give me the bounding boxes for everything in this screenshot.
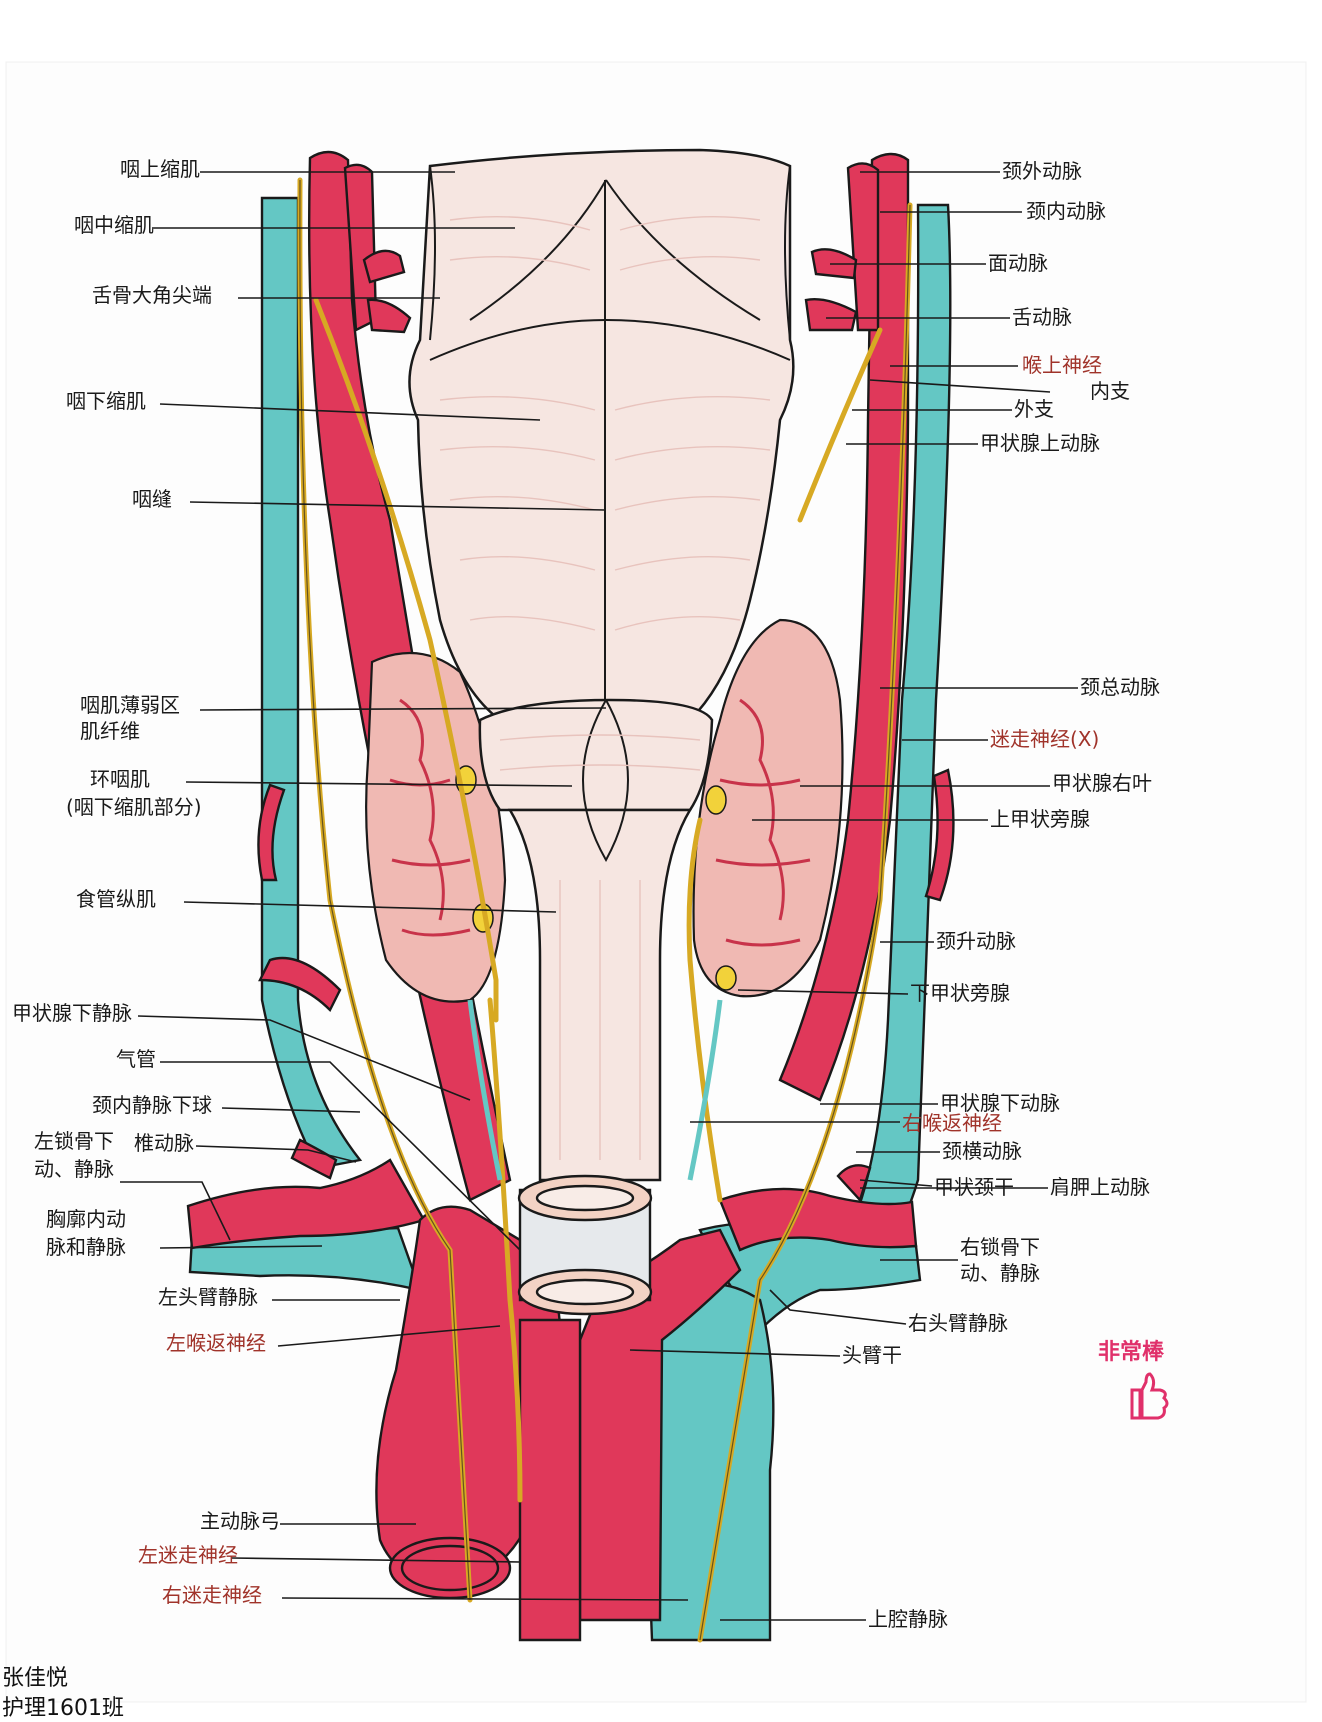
right-common-carotid-artery (778, 152, 910, 1102)
pharynx-lines (429, 165, 791, 863)
label-weak-area-line2: 肌纤维 (80, 719, 140, 743)
left-vagus-nerve-2 (313, 297, 499, 1023)
label-facial-artery: 面动脉 (988, 251, 1048, 275)
label-inferior-thyroid-vein: 甲状腺下静脉 (12, 1001, 132, 1025)
label-common-carotid: 颈总动脉 (1080, 675, 1160, 699)
label-inferior-parathyroid: 下甲状旁腺 (910, 981, 1010, 1005)
label-hyoid-greater-horn-tip: 舌骨大角尖端 (92, 283, 212, 307)
left-external-carotid-branch (343, 163, 378, 332)
thyroid-right-lobe-shape (692, 618, 844, 998)
label-pharyngeal-superior-constrictor: 咽上缩肌 (120, 157, 200, 181)
label-left-recurrent-laryngeal: 左喉返神经 (166, 1331, 266, 1355)
label-weak-area-line1: 咽肌薄弱区 (80, 693, 180, 717)
trachea-rings (388, 1174, 653, 1600)
label-left-vagus: 左迷走神经 (138, 1543, 238, 1567)
label-thyroid-right-lobe: 甲状腺右叶 (1052, 771, 1152, 795)
label-esophagus-longitudinal: 食管纵肌 (76, 887, 156, 911)
left-ascending-cervical-artery (257, 783, 286, 882)
thyroid-vessels (389, 698, 811, 947)
label-left-brachiocephalic-vein: 左头臂静脉 (158, 1285, 258, 1309)
label-vagus-x: 迷走神经(X) (990, 727, 1100, 751)
left-lingual-artery (366, 298, 412, 334)
left-internal-jugular-vein (260, 196, 363, 1170)
label-cricopharyngeus-line2: (咽下缩肌部分) (66, 795, 202, 819)
inferior-thyroid-veins (467, 999, 723, 1181)
label-internal-thoracic-line2: 脉和静脉 (46, 1235, 126, 1259)
right-superior-laryngeal-nerve (797, 327, 883, 523)
author-name: 张佳悦 (2, 1666, 69, 1691)
label-internal-carotid: 颈内动脉 (1026, 199, 1106, 223)
label-right-vagus-bottom: 右迷走神经 (162, 1583, 262, 1607)
right-inferior-parathyroid (715, 965, 737, 991)
label-superior-thyroid-artery: 甲状腺上动脉 (980, 431, 1100, 455)
label-right-subclavian-line1: 右锁骨下 (960, 1235, 1040, 1259)
label-superior-laryngeal-nerve: 喉上神经 (1022, 353, 1102, 377)
right-external-carotid-branch (846, 162, 880, 332)
label-right-brachiocephalic-vein: 右头臂静脉 (908, 1311, 1008, 1335)
label-pharyngeal-raphe: 咽缝 (132, 487, 172, 511)
label-transverse-cervical: 颈横动脉 (942, 1139, 1022, 1163)
pharynx-upper (408, 148, 795, 722)
left-recurrent-laryngeal-nerve (487, 997, 523, 1503)
label-pharyngeal-inferior-constrictor: 咽下缩肌 (66, 389, 146, 413)
aortic-arch-cut (388, 1536, 512, 1600)
nerve-outline (299, 179, 911, 1641)
descending-aorta-shape (518, 1318, 582, 1642)
stamp-text: 非常棒 (1098, 1340, 1165, 1365)
thyroid-gland (365, 618, 844, 1003)
leader-lines (120, 171, 1078, 1621)
label-thyrocervical-trunk: 甲状颈干 (934, 1175, 1014, 1199)
label-vertebral-artery: 椎动脉 (134, 1131, 194, 1155)
pharynx (408, 148, 795, 1182)
label-ij-inferior-bulb: 颈内静脉下球 (92, 1093, 212, 1117)
right-ascending-cervical-artery (924, 768, 955, 902)
muscle-fibers (439, 215, 771, 1160)
label-superior-vena-cava: 上腔静脉 (868, 1607, 948, 1631)
label-left-subclavian-line1: 左锁骨下 (34, 1129, 114, 1153)
right-thyrocervical-trunk (836, 1164, 872, 1203)
right-lingual-artery (804, 298, 858, 332)
label-external-branch: 外支 (1014, 397, 1054, 421)
left-inferior-thyroid-artery-shape (258, 956, 342, 1013)
label-ascending-cervical: 颈升动脉 (936, 929, 1016, 953)
label-right-subclavian-line2: 动、静脉 (960, 1261, 1040, 1285)
label-lingual-artery: 舌动脉 (1012, 305, 1072, 329)
label-brachiocephalic-trunk: 头臂干 (842, 1343, 902, 1367)
label-superior-parathyroid: 上甲状旁腺 (990, 807, 1090, 831)
label-cricopharyngeus-line1: 环咽肌 (90, 767, 150, 791)
left-facial-artery (362, 249, 406, 284)
label-suprascapular: 肩胛上动脉 (1050, 1175, 1150, 1199)
thumbs-up-icon (1130, 1372, 1169, 1420)
label-left-subclavian-line2: 动、静脉 (34, 1157, 114, 1181)
label-trachea: 气管 (116, 1047, 156, 1071)
label-internal-thoracic-line1: 胸廓内动 (46, 1207, 126, 1231)
right-subclavian-artery (718, 1187, 918, 1252)
praise-stamp: 非常棒 (1092, 1330, 1202, 1440)
label-right-recurrent-laryngeal: 右喉返神经 (902, 1111, 1002, 1135)
right-superior-parathyroid (705, 785, 727, 815)
cricopharyngeus-band (478, 698, 714, 812)
author-class: 护理1601班 (2, 1696, 124, 1721)
right-recurrent-laryngeal-nerve (686, 817, 723, 1203)
label-aortic-arch: 主动脉弓 (200, 1509, 280, 1533)
label-inferior-thyroid-artery: 甲状腺下动脉 (940, 1091, 1060, 1115)
veins (188, 196, 952, 1642)
label-pharyngeal-middle-constrictor: 咽中缩肌 (74, 213, 154, 237)
label-external-carotid: 颈外动脉 (1002, 159, 1082, 183)
label-internal-branch: 内支 (1090, 379, 1130, 403)
